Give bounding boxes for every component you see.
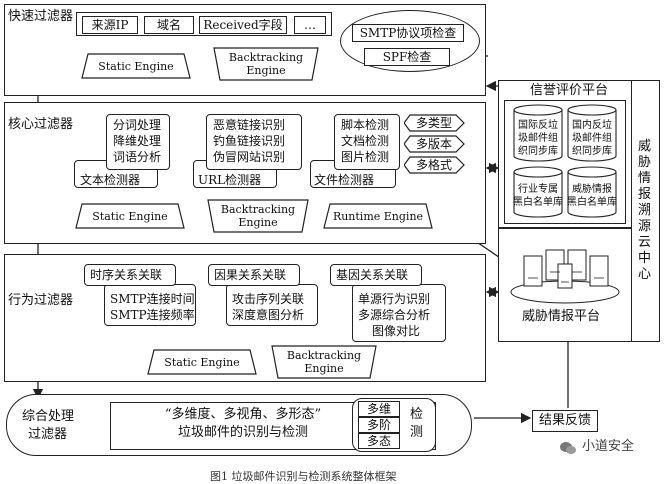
wechat-icon xyxy=(560,440,576,454)
spf-check: SPF检查 xyxy=(364,48,450,66)
db-threat-line-2: 黑白名单库 xyxy=(567,197,617,208)
vlabel-2: 胁 xyxy=(638,155,652,170)
core-static-engine: Static Engine xyxy=(74,202,186,230)
url-items-box xyxy=(206,114,302,170)
behavior-backtracking-label-1: Backtracking xyxy=(286,349,362,362)
integrated-desc-1: “多维度、多视角、多形态” xyxy=(164,407,322,422)
gene-title-box xyxy=(330,264,422,286)
gene-title: 基因关系关联 xyxy=(336,268,409,282)
vlabel-3: 情 xyxy=(638,171,652,186)
url-item-3: 伪冒网站识别 xyxy=(213,150,286,164)
core-backtracking-label-2: Engine xyxy=(238,216,278,229)
url-item-1: 恶意链接识别 xyxy=(213,118,286,132)
core-backtracking-label-1: Backtracking xyxy=(220,203,296,216)
core-static-engine-label: Static Engine xyxy=(92,210,168,223)
db-domestic-line-1: 国内反垃 xyxy=(572,120,612,131)
reputation-platform-title: 信誉评价平台 xyxy=(530,83,609,98)
text-items-box xyxy=(106,114,170,170)
text-item-2: 降维处理 xyxy=(113,134,162,148)
file-item-1: 脚本检测 xyxy=(341,118,390,132)
multi-type: 多类型 xyxy=(415,116,452,130)
behavior-filter-title: 行为过滤器 xyxy=(8,293,74,308)
behavior-static-engine: Static Engine xyxy=(146,348,258,376)
multi-hexagons xyxy=(404,114,465,174)
cloud-center-label-box xyxy=(632,80,660,342)
multi-stage: 多阶 xyxy=(358,417,400,433)
multi-dimension: 多维 xyxy=(358,401,400,417)
result-feedback-box: 结果反馈 xyxy=(532,410,598,432)
integrated-title-1: 综合处理 xyxy=(22,409,75,424)
file-detector-label: 文件检测器 xyxy=(314,173,375,187)
gene-item-1: 单源行为识别 xyxy=(358,292,431,306)
fast-backtracking-engine: Backtracking Engine xyxy=(212,46,320,82)
text-item-3: 词语分析 xyxy=(113,150,162,164)
field-domain: 域名 xyxy=(144,16,194,34)
smtp-check: SMTP协议项检查 xyxy=(352,24,464,42)
figure-caption: 图1 垃圾邮件识别与检测系统整体框架 xyxy=(210,470,397,483)
core-filter-title: 核心过滤器 xyxy=(8,117,74,132)
fast-static-engine-label: Static Engine xyxy=(98,60,174,73)
causal-item-2: 深度意图分析 xyxy=(232,308,305,322)
causal-title-box xyxy=(208,264,300,286)
text-detector-label: 文本检测器 xyxy=(80,173,141,187)
vlabel-8: 中 xyxy=(638,251,652,266)
temporal-items-box xyxy=(104,284,196,326)
temporal-item-1: SMTP连接时间 xyxy=(110,292,195,306)
causal-items-box xyxy=(226,284,318,326)
field-more: … xyxy=(294,16,326,34)
vlabel-4: 报 xyxy=(638,187,652,202)
database-cylinders xyxy=(513,104,617,218)
field-source-ip: 来源IP xyxy=(82,16,138,34)
integrated-title-2: 过滤器 xyxy=(28,427,68,442)
gene-item-2: 多源综合分析 xyxy=(358,308,431,322)
gene-items-box xyxy=(352,284,446,342)
integrated-desc-2: 垃圾邮件的识别与检测 xyxy=(177,425,308,440)
threat-platform-title: 威胁情报平台 xyxy=(522,309,601,324)
text-item-1: 分词处理 xyxy=(113,118,162,132)
url-detector-label: URL检测器 xyxy=(198,173,262,187)
core-runtime-engine-label: Runtime Engine xyxy=(332,210,424,223)
temporal-title-box xyxy=(84,264,176,286)
behavior-backtracking-label-2: Engine xyxy=(304,362,344,375)
causal-title: 因果关系关联 xyxy=(214,268,287,282)
vlabel-9: 心 xyxy=(638,267,652,282)
core-backtracking-engine: Backtracking Engine xyxy=(206,198,310,234)
multi-version: 多版本 xyxy=(415,137,452,151)
db-international-line-3: 织同步库 xyxy=(518,146,558,157)
temporal-item-2: SMTP连接频率 xyxy=(110,308,195,322)
file-item-2: 文档检测 xyxy=(341,134,390,148)
multi-form: 多态 xyxy=(358,433,400,449)
db-domestic-line-3: 织同步库 xyxy=(572,146,612,157)
db-industry-line-2: 黑白名单库 xyxy=(513,197,563,208)
vlabel-6: 源 xyxy=(638,219,652,234)
fast-filter-title: 快速过滤器 xyxy=(8,9,74,24)
file-items-box xyxy=(334,114,400,170)
gene-item-3: 图像对比 xyxy=(372,324,421,338)
core-runtime-engine: Runtime Engine xyxy=(322,202,434,230)
url-item-2: 钓鱼链接识别 xyxy=(213,134,286,148)
fast-backtracking-label-2: Engine xyxy=(246,64,286,77)
detect-char-1: 检 xyxy=(410,407,424,422)
vlabel-1: 威 xyxy=(638,139,652,154)
file-item-3: 图片检测 xyxy=(341,150,390,164)
vlabel-5: 溯 xyxy=(638,203,652,218)
detect-char-2: 测 xyxy=(410,425,424,440)
db-threat-line-1: 威胁情报 xyxy=(572,184,612,195)
field-received: Received字段 xyxy=(199,16,287,34)
behavior-backtracking-engine: Backtracking Engine xyxy=(270,344,378,380)
fast-static-engine: Static Engine xyxy=(80,52,192,80)
fast-backtracking-label-1: Backtracking xyxy=(228,51,304,64)
db-industry-line-1: 行业专属 xyxy=(518,184,558,195)
multi-format: 多格式 xyxy=(415,158,452,172)
db-international-line-1: 国际反垃 xyxy=(518,120,558,131)
causal-item-1: 攻击序列关联 xyxy=(232,292,305,306)
temporal-title: 时序关系关联 xyxy=(90,268,163,282)
behavior-static-engine-label: Static Engine xyxy=(164,356,240,369)
db-domestic-line-2: 圾邮件组 xyxy=(572,133,612,144)
watermark-text: 小道安全 xyxy=(582,439,635,454)
server-cluster-icon xyxy=(510,249,620,304)
vlabel-7: 云 xyxy=(638,235,652,250)
db-international-line-2: 圾邮件组 xyxy=(518,133,558,144)
